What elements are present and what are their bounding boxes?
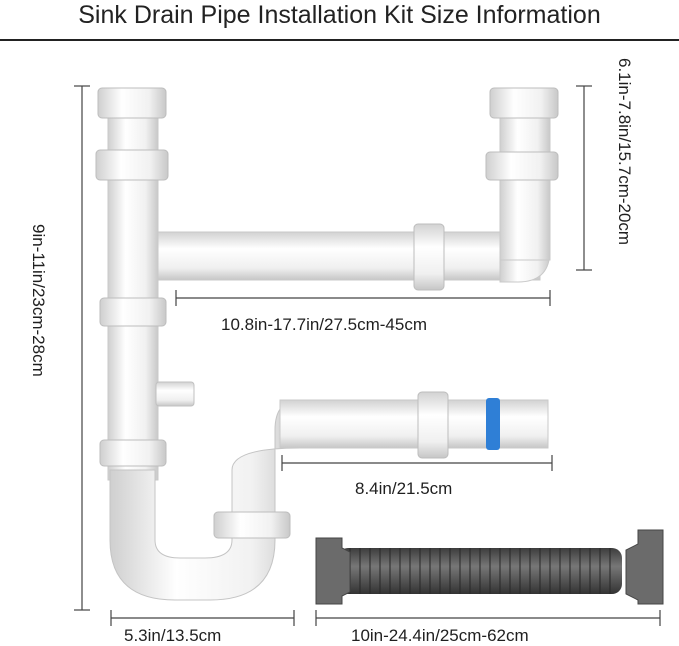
top-span-label: 10.8in-17.7in/27.5cm-45cm xyxy=(221,315,428,334)
height-left-label: 9in-11in/23cm-28cm xyxy=(29,224,48,377)
dimension-lines xyxy=(74,85,661,626)
page-title: Sink Drain Pipe Installation Kit Size In… xyxy=(78,1,601,29)
height-right-label: 6.1in-7.8in/15.7cm-20cm xyxy=(615,58,634,246)
title-divider xyxy=(0,39,679,41)
trap-width-label: 5.3in/13.5cm xyxy=(124,626,222,645)
flexible-hose xyxy=(315,529,664,605)
blue-seal-ring xyxy=(486,398,500,450)
flex-hose-label: 10in-24.4in/25cm-62cm xyxy=(351,626,529,645)
drain-pipe-assembly xyxy=(95,87,559,601)
outlet-span-label: 8.4in/21.5cm xyxy=(355,479,453,498)
